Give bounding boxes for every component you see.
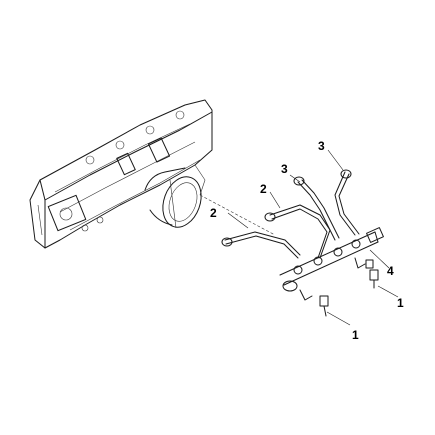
callout-2-right: 2 [260,182,267,196]
reference-line [199,194,276,236]
callout-1-upper: 1 [397,296,404,310]
fuel-rail [279,227,384,301]
callout-2-left: 2 [210,206,217,220]
cylinder-head [29,99,213,249]
callout-4: 4 [387,264,394,278]
callout-3-right: 3 [318,139,325,153]
injector-pipe-a [221,231,301,259]
bolt-lower [319,295,329,317]
injector-pipe-c [293,176,340,241]
leader-lines [227,149,399,326]
injector-pipe-b [264,204,331,259]
sensor-plug [365,259,374,269]
bolt-upper [369,269,379,289]
callout-3-left: 3 [281,162,288,176]
callout-1-lower: 1 [352,328,359,342]
injector-pipe-d [334,169,360,236]
intake-elbow [144,167,202,229]
